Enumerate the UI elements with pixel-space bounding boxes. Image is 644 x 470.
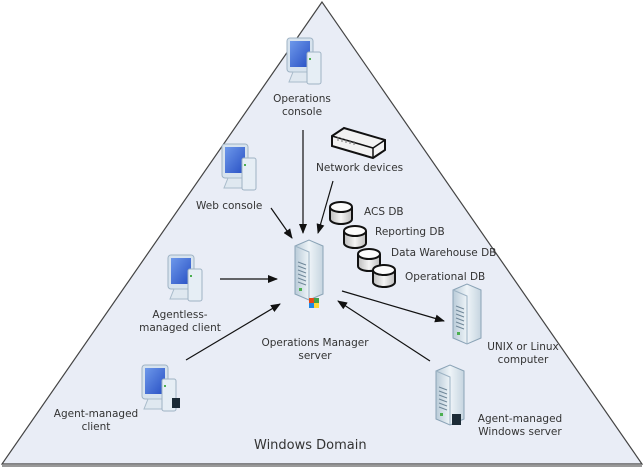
windows-domain-title: Windows Domain bbox=[254, 438, 367, 453]
agent-client-line1: Agent-managed bbox=[53, 408, 139, 420]
network-device-icon bbox=[331, 126, 386, 160]
agent-windows-server-label: Agent-managed Windows server bbox=[470, 413, 570, 439]
agentless-client-line1: Agentless- bbox=[152, 309, 208, 321]
network-devices-label: Network devices bbox=[316, 162, 404, 174]
unix-computer-line2: computer bbox=[497, 354, 549, 366]
db-label-acs: ACS DB bbox=[364, 206, 404, 218]
agentless-client-label: Agentless- managed client bbox=[120, 309, 240, 335]
operations-console-line2: console bbox=[281, 106, 323, 118]
agent-windows-server-line1: Agent-managed bbox=[477, 413, 563, 425]
unix-computer-label: UNIX or Linux computer bbox=[478, 341, 568, 367]
agent-client-label: Agent-managed client bbox=[44, 408, 148, 434]
ops-manager-server-label: Operations Manager server bbox=[250, 337, 380, 363]
db-label-operational: Operational DB bbox=[405, 271, 486, 283]
operational-db-icon bbox=[372, 264, 396, 288]
operations-console-label: Operations console bbox=[262, 93, 342, 119]
db-label-reporting: Reporting DB bbox=[375, 226, 445, 238]
arrow-network-server bbox=[316, 180, 334, 234]
reporting-db-icon bbox=[343, 225, 367, 249]
agent-client-icon bbox=[141, 364, 180, 412]
ops-manager-server-line1: Operations Manager bbox=[261, 337, 369, 349]
arrow-agentclient-server bbox=[185, 303, 281, 361]
operations-manager-server-icon bbox=[294, 239, 324, 308]
web-console-label: Web console bbox=[196, 200, 263, 212]
ops-manager-server-line2: server bbox=[298, 350, 332, 362]
agent-windows-server-line2: Windows server bbox=[478, 426, 562, 438]
unix-computer-icon bbox=[452, 283, 482, 345]
arrow-server-unix bbox=[341, 290, 445, 323]
arrow-winserver-server bbox=[337, 300, 431, 362]
unix-computer-line1: UNIX or Linux bbox=[487, 341, 559, 353]
agentless-client-line2: managed client bbox=[139, 322, 221, 334]
agent-client-line2: client bbox=[81, 421, 111, 433]
arrow-webconsole-server bbox=[270, 207, 293, 239]
operations-console-line1: Operations bbox=[273, 93, 331, 105]
agent-windows-server-icon bbox=[435, 364, 465, 426]
db-label-data-warehouse: Data Warehouse DB bbox=[391, 247, 497, 259]
acs-db-icon bbox=[329, 201, 353, 225]
